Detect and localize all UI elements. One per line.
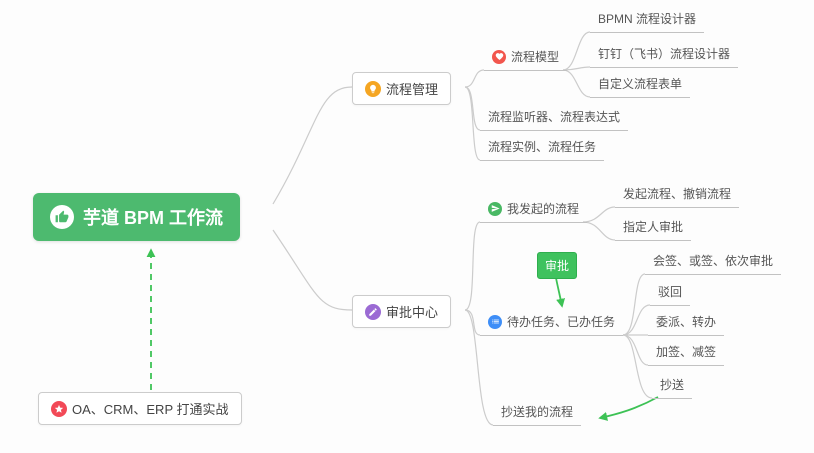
node-delegate-transfer[interactable]: 委派、转办 — [648, 311, 725, 336]
root-label: 芋道 BPM 工作流 — [83, 208, 224, 228]
node-label: 抄送我的流程 — [501, 405, 574, 419]
node-label: 审批中心 — [386, 305, 439, 320]
node-label: 流程模型 — [511, 50, 560, 64]
node-dingtalk-designer[interactable]: 钉钉（飞书）流程设计器 — [590, 43, 739, 68]
node-assignee-approval[interactable]: 指定人审批 — [615, 216, 692, 241]
list-icon — [488, 314, 502, 329]
cc-arrow — [598, 396, 659, 421]
thumbs-up-icon — [50, 205, 74, 229]
node-label: 会签、或签、依次审批 — [653, 254, 774, 268]
send-icon — [488, 201, 502, 216]
node-root[interactable]: 芋道 BPM 工作流 — [33, 193, 241, 241]
node-oa-integration[interactable]: OA、CRM、ERP 打通实战 — [38, 392, 242, 425]
node-label: 委派、转办 — [656, 315, 717, 329]
star-icon — [51, 400, 67, 417]
node-process-management[interactable]: 流程管理 — [352, 72, 452, 105]
node-add-remove-sign[interactable]: 加签、减签 — [648, 341, 725, 366]
node-label: 流程实例、流程任务 — [488, 140, 597, 154]
badge-label: 审批 — [545, 259, 570, 273]
node-approval-center[interactable]: 审批中心 — [352, 295, 452, 328]
node-label: BPMN 流程设计器 — [598, 12, 697, 26]
bulb-icon — [365, 80, 381, 97]
node-cc[interactable]: 抄送 — [652, 374, 693, 399]
node-countersign[interactable]: 会签、或签、依次审批 — [645, 250, 782, 275]
node-initiate-cancel[interactable]: 发起流程、撤销流程 — [615, 183, 740, 208]
node-label: 驳回 — [658, 285, 683, 299]
node-custom-form[interactable]: 自定义流程表单 — [590, 73, 691, 98]
node-label: 指定人审批 — [623, 220, 684, 234]
node-label: 流程监听器、流程表达式 — [488, 110, 621, 124]
node-label: 自定义流程表单 — [598, 77, 683, 91]
node-label: 抄送 — [660, 378, 685, 392]
approval-arrow — [555, 277, 566, 308]
node-reject[interactable]: 驳回 — [650, 281, 691, 306]
node-label: 流程管理 — [386, 82, 439, 97]
node-my-initiated[interactable]: 我发起的流程 — [480, 198, 588, 223]
node-label: 钉钉（飞书）流程设计器 — [598, 47, 731, 61]
pencil-icon — [365, 303, 381, 320]
node-todo-done[interactable]: 待办任务、已办任务 — [480, 311, 624, 336]
node-bpmn-designer[interactable]: BPMN 流程设计器 — [590, 8, 705, 33]
node-cc-my-process[interactable]: 抄送我的流程 — [493, 401, 582, 426]
heart-icon — [492, 49, 506, 64]
node-label: 待办任务、已办任务 — [507, 315, 616, 329]
node-label: 发起流程、撤销流程 — [623, 187, 732, 201]
node-label: 我发起的流程 — [507, 202, 580, 216]
node-listener-expression[interactable]: 流程监听器、流程表达式 — [480, 106, 629, 131]
approval-label-badge[interactable]: 审批 — [537, 252, 578, 279]
node-label: OA、CRM、ERP 打通实战 — [72, 402, 229, 417]
node-instance-task[interactable]: 流程实例、流程任务 — [480, 136, 605, 161]
node-process-model[interactable]: 流程模型 — [484, 46, 568, 71]
node-label: 加签、减签 — [656, 345, 717, 359]
